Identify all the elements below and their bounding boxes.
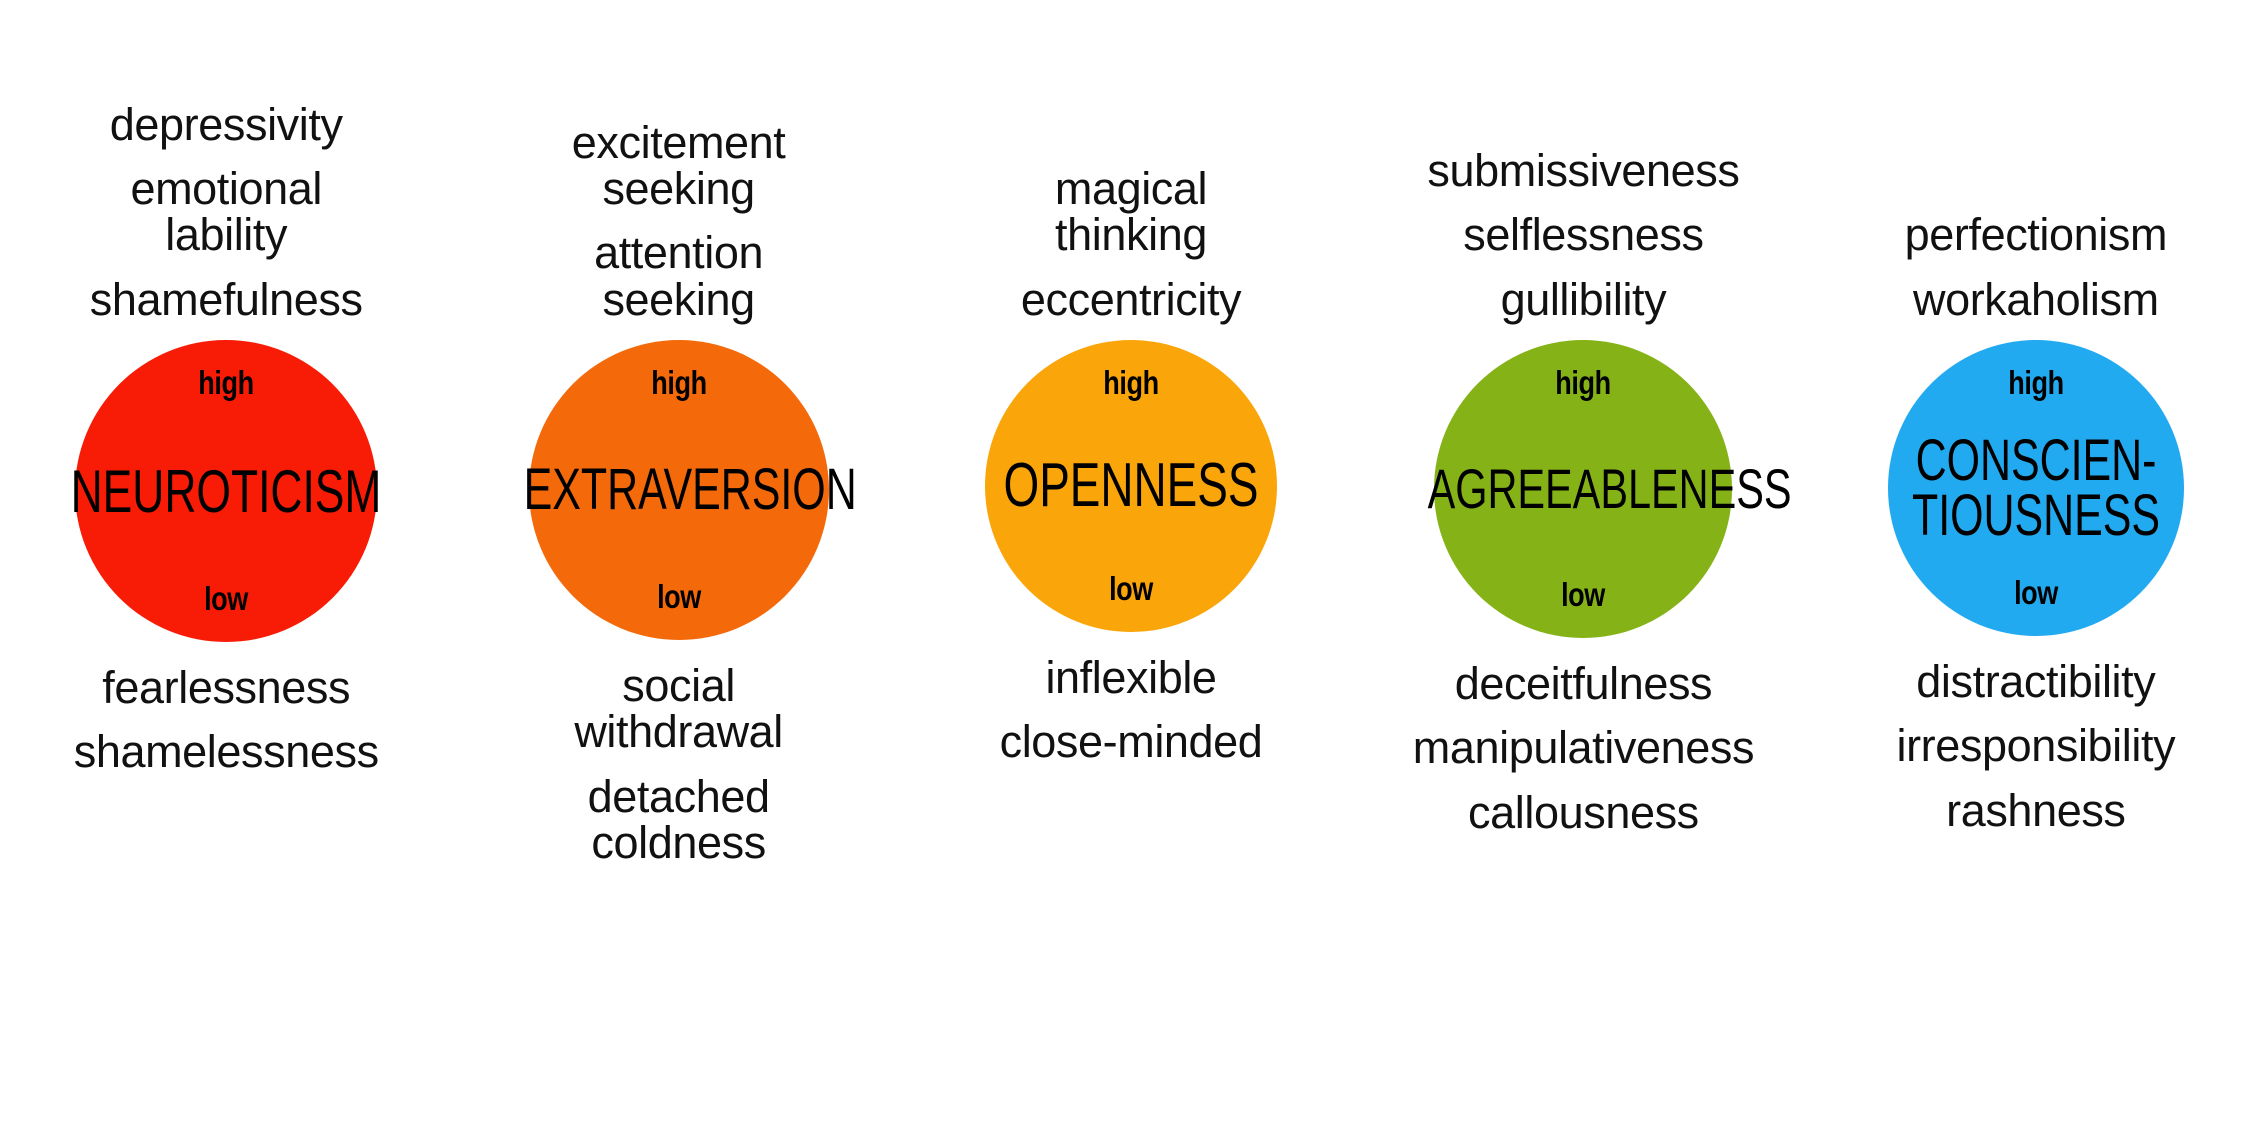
high-descriptor: shamefulness [89,273,363,325]
low-descriptor: rashness [1946,784,2126,836]
polarity-low-label: low [2013,574,2058,611]
low-descriptor: irresponsibility [1896,720,2176,772]
high-descriptor: attention seeking [594,227,764,325]
trait-column: depressivity emotional lability shamefulne… [0,0,452,1131]
low-descriptor-list: distractibility irresponsibility rashness [1810,636,2262,843]
high-descriptor-list: magical thinking eccentricity [905,0,1357,340]
trait-name: EXTRAVERSION [523,457,857,523]
low-descriptor: inflexible [1045,652,1217,703]
high-descriptor-list: depressivity emotional lability shamefulne… [0,0,452,340]
polarity-high-label: high [2008,364,2064,401]
low-descriptor: close-minded [999,716,1263,768]
high-descriptor: emotional lability [130,162,322,261]
high-descriptor: depressivity [109,98,343,150]
low-descriptor: social withdrawal [574,660,783,758]
polarity-low-label: low [1561,576,1606,613]
high-descriptor-list: submissiveness selflessness gullibility [1357,0,1809,340]
low-descriptor: manipulativeness [1412,722,1755,774]
trait-name: NEUROTICISM [70,457,382,525]
high-descriptor: selflessness [1463,209,1704,261]
low-descriptor: detached coldness [587,770,770,869]
low-descriptor-list: social withdrawal detached coldness [452,640,904,875]
high-descriptor: gullibility [1500,273,1667,325]
polarity-high-label: high [198,364,254,401]
polarity-high-label: high [1103,364,1159,401]
polarity-high-label: high [650,364,707,401]
polarity-low-label: low [1109,570,1153,607]
low-descriptor-list: inflexible close-minded [905,632,1357,775]
high-descriptor: submissiveness [1427,144,1740,196]
high-descriptor-list: excitement seeking attention seeking [452,0,904,340]
high-descriptor: magical thinking [1054,162,1208,261]
low-descriptor: shamelessness [73,726,379,778]
polarity-low-label: low [656,578,701,615]
trait-column: submissiveness selflessness gullibility hig… [1357,0,1809,1131]
low-descriptor: callousness [1468,786,1699,838]
low-descriptor: distractibility [1916,656,2156,707]
low-descriptor: fearlessness [102,662,351,713]
high-descriptor-list: perfectionism workaholism [1810,0,2262,340]
trait-name: OPENNESS [1003,450,1259,520]
polarity-low-label: low [204,580,249,617]
low-descriptor-list: deceitfulness manipulativeness callousness [1357,638,1809,845]
low-descriptor: deceitfulness [1454,658,1713,709]
high-descriptor: excitement seeking [571,116,786,214]
trait-name: CONSCIEN- TIOUSNESS [1911,427,2160,548]
high-descriptor: workaholism [1912,273,2159,325]
high-descriptor: eccentricity [1020,273,1242,325]
polarity-high-label: high [1555,364,1612,401]
low-descriptor-list: fearlessness shamelessness [0,642,452,785]
trait-name: AGREEABLENESS [1428,457,1792,521]
high-descriptor: perfectionism [1904,209,2168,261]
